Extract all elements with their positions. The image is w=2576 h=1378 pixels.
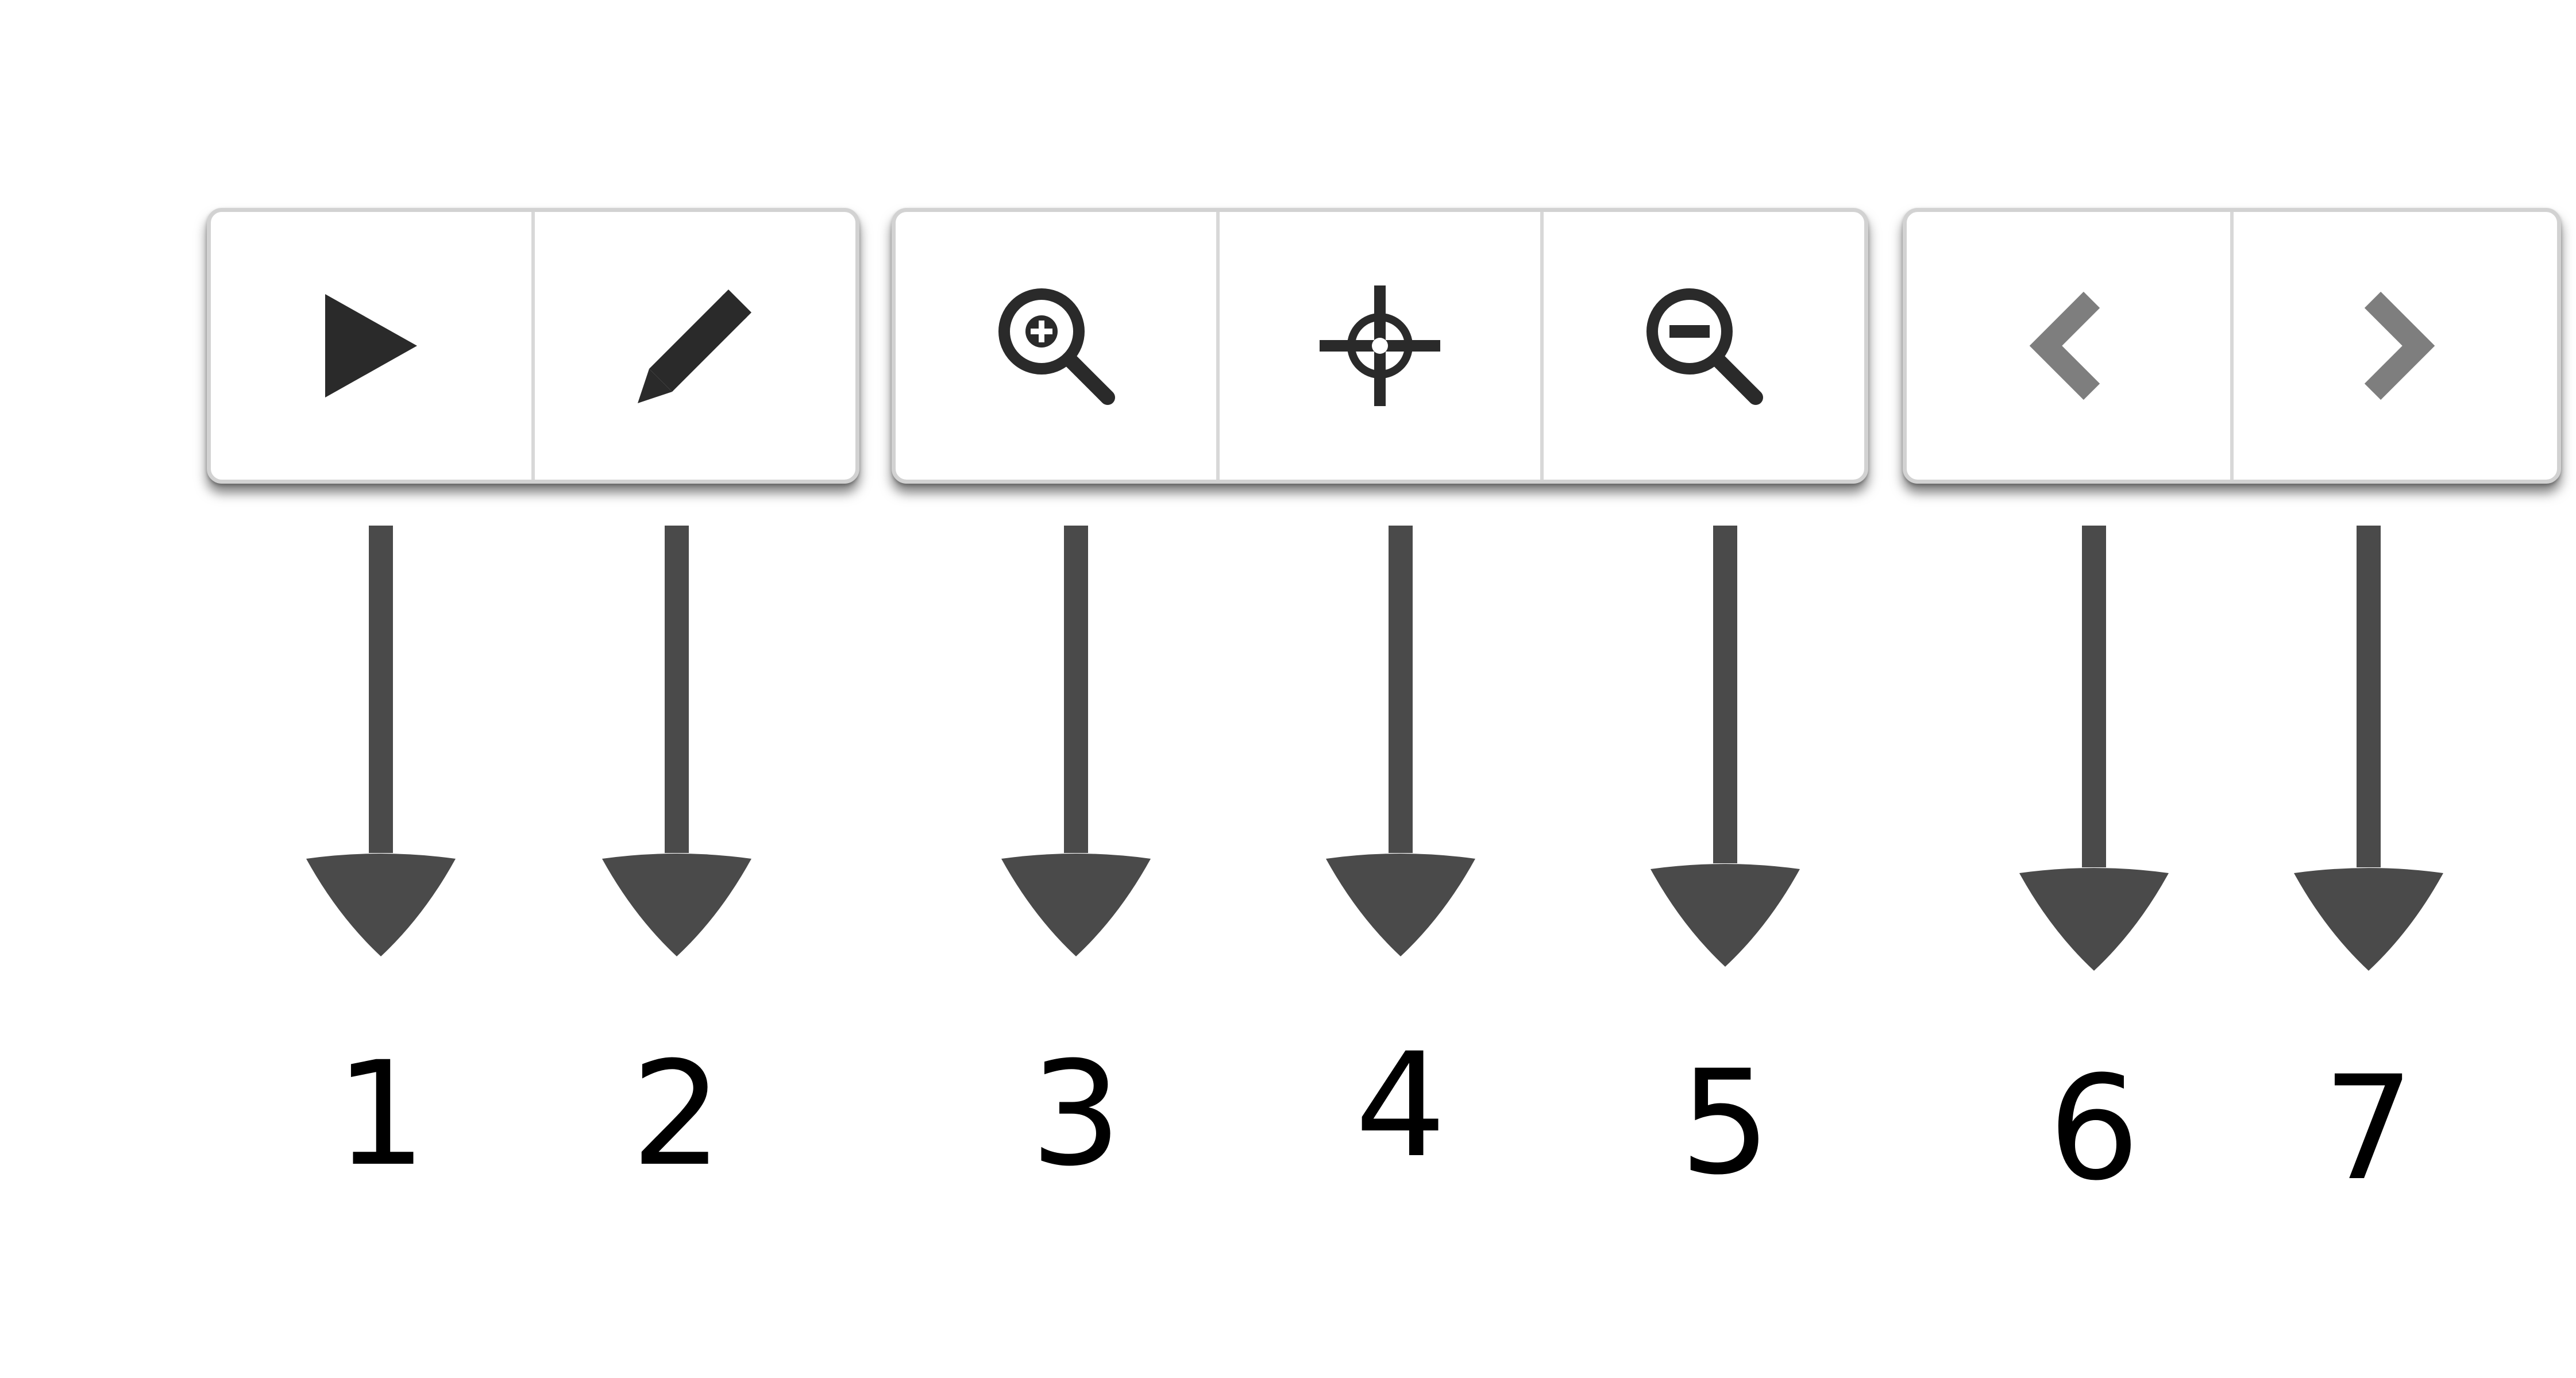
chevron-left-icon: [2029, 291, 2100, 400]
next-button[interactable]: [2234, 212, 2557, 480]
zoom-out-icon: [1646, 288, 1763, 405]
toolbar-group-mode: [207, 208, 859, 484]
callout-1: 1: [295, 526, 467, 1186]
callout-6: 6: [2008, 526, 2180, 1201]
zoom-out-button[interactable]: [1544, 212, 1864, 480]
down-arrow-icon: [1651, 526, 1800, 967]
callout-5: 5: [1639, 526, 1811, 1195]
center-button[interactable]: [1220, 212, 1544, 480]
chevron-right-icon: [2364, 291, 2435, 400]
callout-label: 6: [2048, 1045, 2140, 1212]
callout-2: 2: [591, 526, 763, 1186]
pencil-icon: [638, 290, 751, 403]
zoom-in-icon: [998, 288, 1115, 405]
down-arrow-icon: [2294, 526, 2443, 971]
previous-button[interactable]: [1907, 212, 2234, 480]
callout-label: 7: [2323, 1045, 2415, 1212]
callout-label: 1: [335, 1030, 427, 1198]
edit-button[interactable]: [535, 212, 855, 480]
down-arrow-icon: [2019, 526, 2169, 971]
callout-7: 7: [2282, 526, 2455, 1201]
callout-3: 3: [990, 526, 1162, 1186]
callout-label: 5: [1679, 1039, 1771, 1206]
callout-label: 2: [631, 1030, 723, 1198]
callout-label: 4: [1355, 1022, 1447, 1189]
play-icon: [325, 294, 417, 397]
play-button[interactable]: [211, 212, 535, 480]
down-arrow-icon: [1001, 526, 1151, 956]
down-arrow-icon: [602, 526, 751, 956]
zoom-in-button[interactable]: [896, 212, 1220, 480]
toolbar-group-zoom: [892, 208, 1868, 484]
down-arrow-icon: [1326, 526, 1475, 956]
down-arrow-icon: [306, 526, 456, 956]
callout-4: 4: [1314, 526, 1487, 1178]
callout-label: 3: [1030, 1030, 1122, 1198]
toolbar-group-nav: [1903, 208, 2561, 484]
crosshair-icon: [1320, 285, 1440, 406]
